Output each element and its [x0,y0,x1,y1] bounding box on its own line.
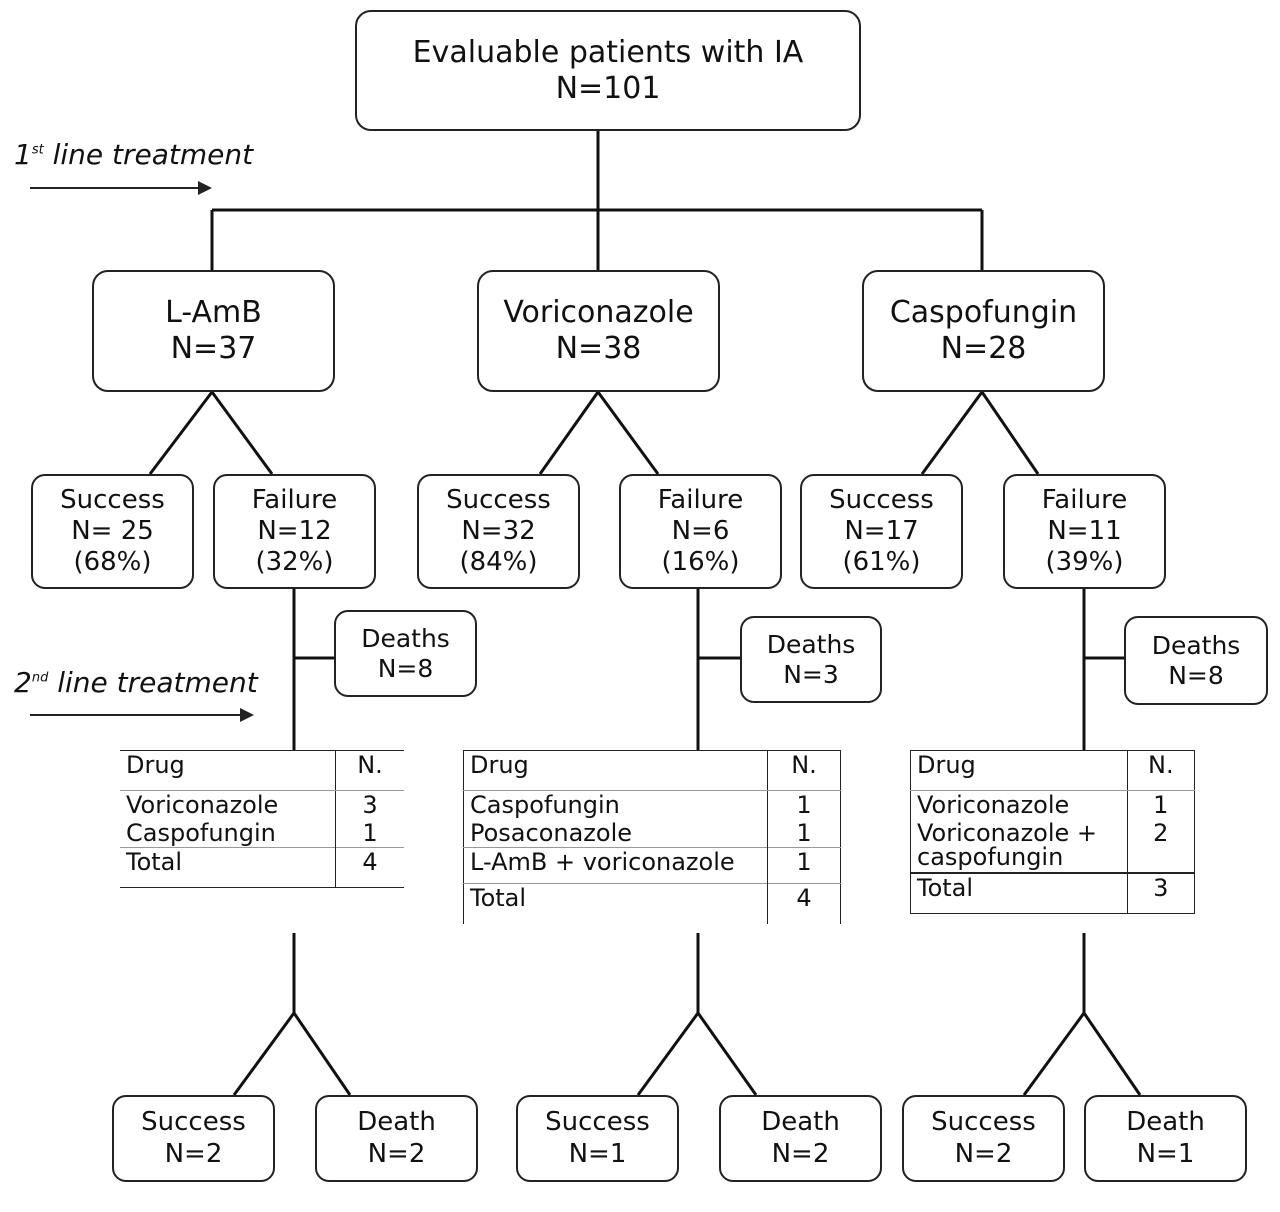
table-cell: Caspofungin [470,791,620,819]
final-count: N=2 [164,1138,223,1169]
table-cell: 3 [335,790,404,819]
deaths-label: Deaths [361,623,450,653]
arm-box-lamb: L-AmB N=37 [92,270,335,392]
outcome-label: Success [446,484,551,515]
outcome-percent: (16%) [661,547,740,578]
table-total-value: 3 [1126,872,1195,913]
outcome-label: Failure [251,484,338,515]
table-total-label: Total [910,872,1128,913]
arm-name: Voriconazole [503,295,694,330]
outcome-label: Failure [1041,484,1128,515]
success-box: Success N=17 (61%) [800,474,963,589]
table-total-value: 4 [767,883,841,924]
table-total-label: Total [463,883,768,924]
deaths-count: N=8 [1168,660,1224,690]
final-count: N=1 [1136,1138,1195,1169]
table-cell: 1 [335,819,404,848]
outcome-count: N= 25 [71,515,154,546]
final-label: Death [761,1107,840,1138]
outcome-percent: (68%) [73,547,152,578]
outcome-count: N=12 [257,515,332,546]
deaths-box: Deaths N=8 [334,610,477,697]
deaths-box: Deaths N=3 [740,616,882,703]
success-box: Success N=32 (84%) [417,474,580,589]
first-line-arrow [30,181,212,195]
table-header: N. [1126,750,1195,791]
root-count: N=101 [555,70,661,106]
second-line-label: 2nd line treatment [14,666,258,699]
table-cell: 1 [1126,790,1195,819]
failure-box: Failure N=12 (32%) [213,474,376,589]
failure-box: Failure N=6 (16%) [619,474,782,589]
table-header: N. [767,750,841,791]
outcome-label: Success [60,484,165,515]
table-total-label: Total [120,847,336,888]
final-label: Success [545,1107,650,1138]
root-box: Evaluable patients with IA N=101 [355,10,861,131]
arm-box-voriconazole: Voriconazole N=38 [477,270,720,392]
arm-count: N=38 [555,331,642,366]
outcome-count: N=32 [461,515,536,546]
table-cell: 2 [1126,819,1195,873]
table-header: Drug [120,750,336,791]
table-header: N. [335,750,404,791]
final-label: Death [1126,1107,1205,1138]
arm-name: Caspofungin [889,295,1078,330]
final-success-box: Success N=1 [516,1095,679,1182]
final-count: N=1 [568,1138,627,1169]
first-line-label: 1st line treatment [14,138,254,171]
final-success-box: Success N=2 [902,1095,1065,1182]
second-line-arrow [30,708,254,722]
table-header: Drug [463,750,768,791]
outcome-percent: (32%) [255,547,334,578]
table-cell: Voriconazole [917,791,1070,819]
outcome-label: Success [829,484,934,515]
final-label: Success [141,1107,246,1138]
final-label: Death [357,1107,436,1138]
outcome-percent: (84%) [459,547,538,578]
outcome-label: Failure [657,484,744,515]
arm-count: N=37 [170,331,257,366]
success-box: Success N= 25 (68%) [31,474,194,589]
arm-count: N=28 [940,331,1027,366]
final-count: N=2 [771,1138,830,1169]
deaths-count: N=3 [783,659,839,689]
deaths-label: Deaths [766,629,856,659]
outcome-count: N=17 [844,515,919,546]
table-cell: 1 [767,819,841,848]
table-cell: 1 [767,847,841,884]
final-death-box: Death N=2 [719,1095,882,1182]
final-count: N=2 [367,1138,426,1169]
final-death-box: Death N=2 [315,1095,478,1182]
final-count: N=2 [954,1138,1013,1169]
table-cell: Posaconazole [470,819,633,847]
table-cell: 1 [767,790,841,819]
outcome-count: N=11 [1047,515,1122,546]
table-cell: Voriconazole + caspofungin [917,819,1098,871]
arm-name: L-AmB [165,295,262,330]
final-success-box: Success N=2 [112,1095,275,1182]
table-header: Drug [910,750,1128,791]
table-total-value: 4 [335,847,404,888]
arm-box-caspofungin: Caspofungin N=28 [862,270,1105,392]
deaths-label: Deaths [1151,630,1241,660]
root-title: Evaluable patients with IA [412,34,804,70]
failure-box: Failure N=11 (39%) [1003,474,1166,589]
deaths-count: N=8 [377,653,434,683]
outcome-percent: (39%) [1045,547,1124,578]
final-label: Success [931,1107,1036,1138]
outcome-percent: (61%) [842,547,921,578]
table-cell: Caspofungin [126,819,276,847]
deaths-box: Deaths N=8 [1124,616,1268,705]
table-cell: L-AmB + voriconazole [463,847,768,884]
outcome-count: N=6 [671,515,730,546]
table-cell: Voriconazole [126,791,279,819]
final-death-box: Death N=1 [1084,1095,1247,1182]
